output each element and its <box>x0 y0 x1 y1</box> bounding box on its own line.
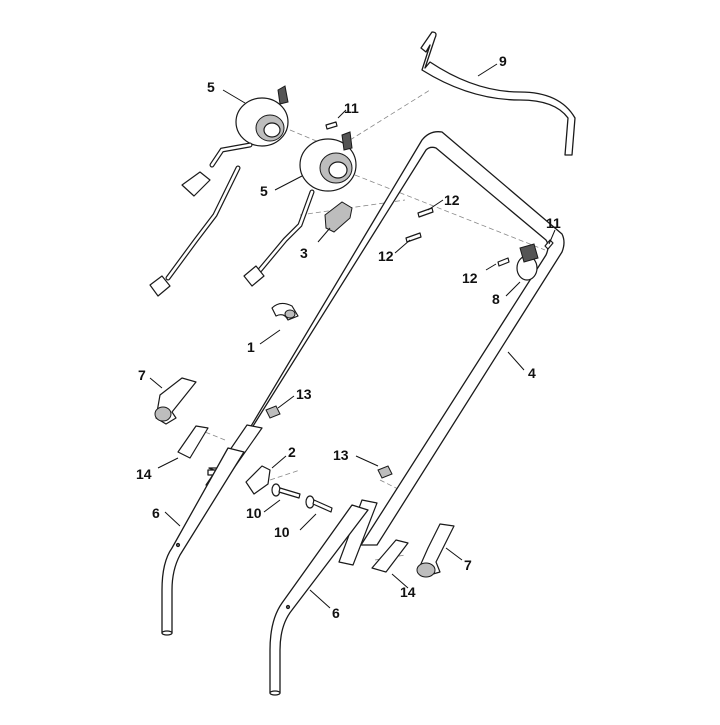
bolt-lower <box>305 495 333 513</box>
cover-part <box>324 201 353 233</box>
nut-upper <box>265 405 281 419</box>
switch-8 <box>516 243 539 281</box>
label-part-14-right: 14 <box>400 584 416 600</box>
label-part-4: 4 <box>528 365 536 381</box>
clip-part <box>271 302 299 321</box>
locking-lever-left <box>154 377 197 425</box>
label-part-6-right: 6 <box>332 605 340 621</box>
label-part-14-left: 14 <box>136 466 152 482</box>
label-part-6-left: 6 <box>152 505 160 521</box>
lower-handle-left <box>161 447 245 636</box>
screws-11 <box>325 121 554 250</box>
label-part-11-left: 11 <box>344 100 359 116</box>
part-labels: 5 5 11 12 12 3 12 8 11 9 4 1 7 14 13 2 1… <box>136 53 561 621</box>
nut-lower <box>377 465 393 479</box>
label-part-13-upper: 13 <box>296 386 312 402</box>
screws-12 <box>405 207 510 267</box>
label-part-5-lower: 5 <box>260 183 268 199</box>
label-part-9: 9 <box>499 53 507 69</box>
label-part-12-right: 12 <box>462 270 478 286</box>
label-part-12-upper: 12 <box>444 192 460 208</box>
label-part-8: 8 <box>492 291 500 307</box>
label-part-1: 1 <box>247 339 255 355</box>
wedge-right <box>371 539 409 573</box>
lower-handle-right <box>269 504 369 696</box>
label-part-7-right: 7 <box>464 557 472 573</box>
label-part-5-upper: 5 <box>207 79 215 95</box>
label-part-10-upper: 10 <box>246 505 262 521</box>
label-part-7-left: 7 <box>138 367 146 383</box>
locking-lever-right <box>416 523 455 578</box>
label-part-10-lower: 10 <box>274 524 290 540</box>
wedge-left <box>177 425 209 459</box>
clamp-part <box>245 465 271 495</box>
control-bar <box>420 31 576 156</box>
switch-box-lower <box>243 131 357 287</box>
switch-box-upper <box>149 85 289 297</box>
label-part-11-right: 11 <box>546 215 561 231</box>
leader-lines <box>149 63 556 609</box>
label-part-3: 3 <box>300 245 308 261</box>
label-part-2: 2 <box>288 444 296 460</box>
label-part-13-lower: 13 <box>333 447 349 463</box>
bolt-upper <box>271 483 301 499</box>
label-part-12-middle: 12 <box>378 248 394 264</box>
